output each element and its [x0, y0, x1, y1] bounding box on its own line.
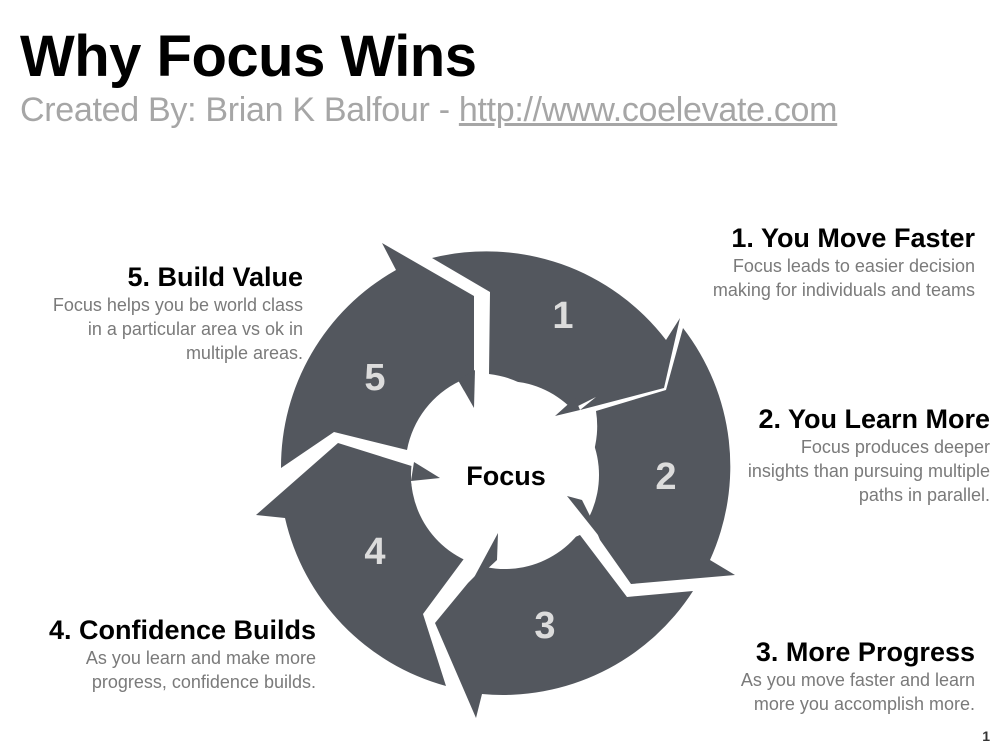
step-2: 2. You Learn More Focus produces deeper …	[748, 403, 990, 507]
segment-number-4: 4	[364, 531, 385, 573]
step-4-heading: 4. Confidence Builds	[48, 615, 316, 645]
step-2-heading: 2. You Learn More	[758, 404, 990, 434]
segment-number-3: 3	[534, 605, 555, 647]
step-3-description: As you move faster and learn more you ac…	[740, 670, 975, 714]
segment-number-5: 5	[364, 357, 385, 399]
subtitle: Created By: Brian K Balfour - http://www…	[20, 88, 837, 132]
cycle-arrow-1	[432, 251, 680, 416]
step-4-description: As you learn and make more progress, con…	[85, 648, 316, 692]
cycle-arrow-5	[280, 243, 474, 468]
step-3-heading: 3. More Progress	[755, 637, 975, 667]
focus-center-circle	[411, 381, 599, 569]
step-5-description: Focus helps you be world class in a part…	[52, 295, 303, 363]
step-3: 3. More Progress As you move faster and …	[741, 636, 975, 716]
page-number: 1	[982, 728, 990, 744]
cycle-arrow-2	[567, 328, 735, 584]
page-title: Why Focus Wins	[20, 24, 477, 89]
segment-number-1: 1	[552, 295, 573, 337]
step-2-description: Focus produces deeper insights than purs…	[747, 437, 990, 505]
step-5: 5. Build Value Focus helps you be world …	[53, 261, 303, 365]
segment-number-2: 2	[655, 456, 676, 498]
cycle-arrow-3	[435, 533, 693, 718]
cycle-arrow-4	[256, 443, 466, 686]
step-4: 4. Confidence Builds As you learn and ma…	[49, 614, 316, 694]
step-5-heading: 5. Build Value	[127, 262, 303, 292]
center-label: Focus	[466, 461, 546, 491]
step-1-description: Focus leads to easier decision making fo…	[712, 256, 975, 300]
website-link[interactable]: http://www.coelevate.com	[458, 91, 838, 129]
step-1-heading: 1. You Move Faster	[731, 223, 975, 253]
step-1: 1. You Move Faster Focus leads to easier…	[713, 222, 975, 302]
author-credit: Created By: Brian K Balfour -	[20, 91, 459, 129]
